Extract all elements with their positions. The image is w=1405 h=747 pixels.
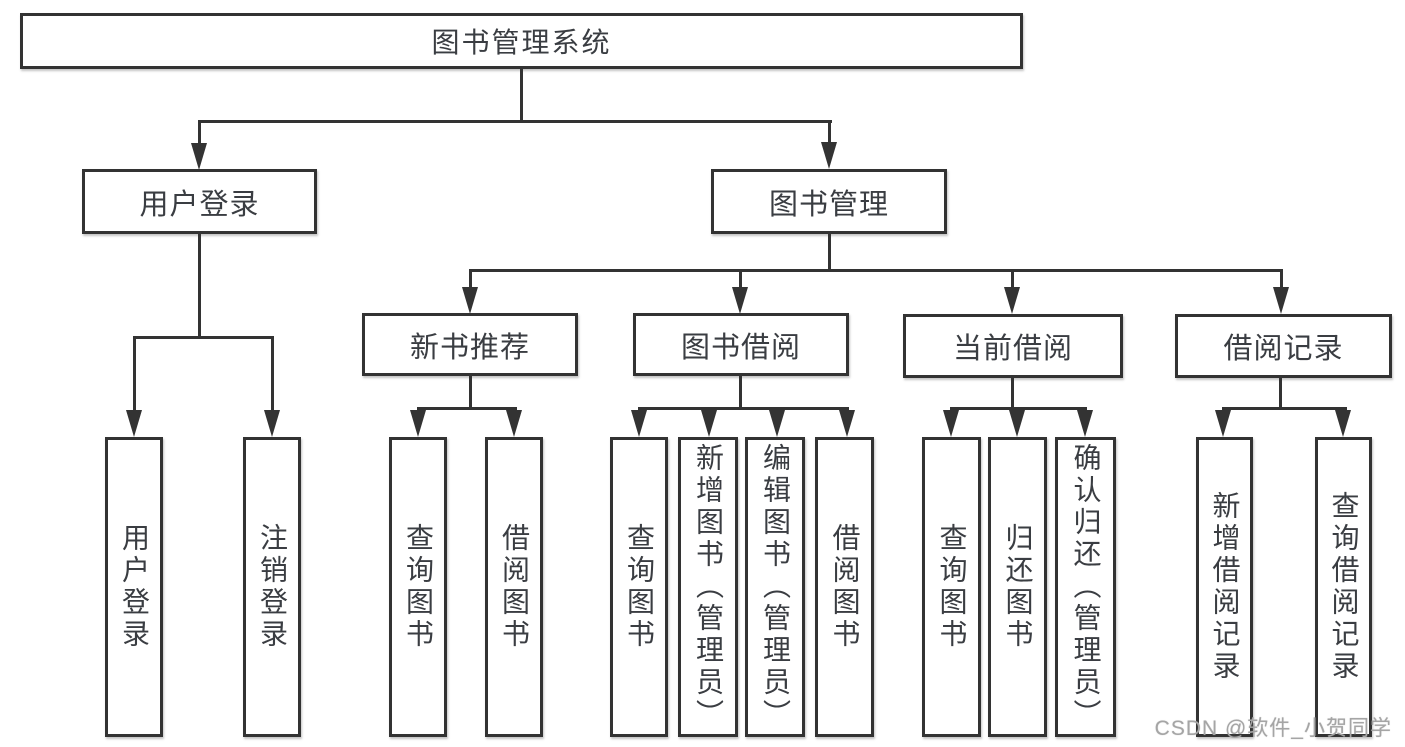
node-root-label: 图书管理系统	[431, 27, 612, 58]
connector-current-borrow-drop	[1011, 269, 1014, 289]
node-leaf-borrow-book-bb: 借阅图书	[815, 437, 874, 737]
connector-user-login-stem	[198, 234, 201, 338]
connector-level2-hline	[198, 120, 832, 123]
connector-borrow-records-hline	[1222, 407, 1347, 410]
node-root: 图书管理系统	[20, 13, 1023, 69]
node-leaf-user-login: 用户登录	[105, 437, 163, 737]
node-current-borrow: 当前借阅	[903, 314, 1123, 378]
connector-book-mgmt-stem	[828, 234, 831, 271]
arrow-to-leaf-borrow-book-nbr	[506, 410, 522, 437]
connector-user-login-hline	[133, 336, 274, 339]
arrow-to-borrow-records	[1273, 287, 1289, 314]
arrow-to-leaf-query-book-cb	[943, 410, 959, 437]
arrow-to-book-borrow	[732, 287, 748, 314]
node-leaf-edit-book: 编辑图书（管理员）	[745, 437, 805, 737]
arrow-to-current-borrow	[1004, 287, 1020, 314]
arrow-to-leaf-edit-book	[769, 410, 785, 437]
node-leaf-add-record: 新增借阅记录	[1196, 437, 1253, 737]
connector-new-book-rec-stem	[469, 376, 472, 409]
node-leaf-query-book-bb: 查询图书	[610, 437, 668, 737]
node-leaf-borrow-book-nbr: 借阅图书	[485, 437, 543, 737]
node-user-login: 用户登录	[82, 169, 317, 234]
connector-leaf-logout-drop	[271, 336, 274, 412]
node-borrow-records: 借阅记录	[1175, 314, 1392, 378]
arrow-to-leaf-add-record	[1215, 410, 1231, 437]
connector-new-book-rec-drop	[469, 269, 472, 289]
connector-root-stem	[520, 69, 523, 122]
node-book-mgmt: 图书管理	[711, 169, 947, 234]
arrow-to-leaf-query-book-nbr	[410, 410, 426, 437]
arrow-to-user-login	[191, 143, 207, 170]
connector-book-borrow-hline	[638, 407, 849, 410]
node-book-borrow-label: 图书借阅	[680, 331, 801, 364]
connector-current-borrow-hline	[950, 407, 1087, 410]
connector-level3-hline	[469, 269, 1283, 272]
node-leaf-add-book: 新增图书（管理员）	[678, 437, 738, 737]
node-book-borrow: 图书借阅	[633, 313, 849, 376]
arrow-to-leaf-add-book	[701, 410, 717, 437]
arrow-to-leaf-confirm-return	[1077, 410, 1093, 437]
connector-book-borrow-drop	[739, 269, 742, 289]
connector-borrow-records-drop	[1280, 269, 1283, 289]
arrow-to-leaf-borrow-book-bb	[839, 410, 855, 437]
arrow-to-leaf-return-book	[1009, 410, 1025, 437]
csdn-watermark: CSDN @软件_小贺同学	[1154, 717, 1392, 740]
arrow-to-leaf-user-login	[126, 410, 142, 437]
node-book-mgmt-label: 图书管理	[768, 188, 889, 221]
node-new-book-rec-label: 新书推荐	[409, 331, 530, 364]
node-leaf-query-record: 查询借阅记录	[1315, 437, 1372, 737]
arrow-to-leaf-query-book-bb	[631, 410, 647, 437]
node-leaf-query-book-cb: 查询图书	[922, 437, 981, 737]
node-leaf-query-book-nbr: 查询图书	[389, 437, 447, 737]
node-leaf-confirm-return: 确认归还（管理员）	[1055, 437, 1116, 737]
connector-book-borrow-stem	[739, 376, 742, 409]
connector-borrow-records-stem	[1279, 378, 1282, 409]
node-current-borrow-label: 当前借阅	[952, 333, 1073, 365]
arrow-to-new-book-rec	[462, 287, 478, 314]
connector-leaf-user-login-drop	[133, 336, 136, 412]
node-borrow-records-label: 借阅记录	[1223, 333, 1344, 365]
node-user-login-label: 用户登录	[139, 188, 260, 221]
node-new-book-rec: 新书推荐	[362, 313, 578, 376]
connector-current-borrow-stem	[1011, 378, 1014, 409]
connector-new-book-rec-hline	[417, 407, 517, 410]
node-leaf-return-book: 归还图书	[988, 437, 1047, 737]
arrow-to-leaf-query-record	[1335, 410, 1351, 437]
connector-book-mgmt-drop	[828, 120, 831, 146]
arrow-to-leaf-logout	[264, 410, 280, 437]
connector-user-login-drop	[198, 120, 201, 146]
node-leaf-logout: 注销登录	[243, 437, 301, 737]
arrow-to-book-mgmt	[821, 142, 837, 169]
